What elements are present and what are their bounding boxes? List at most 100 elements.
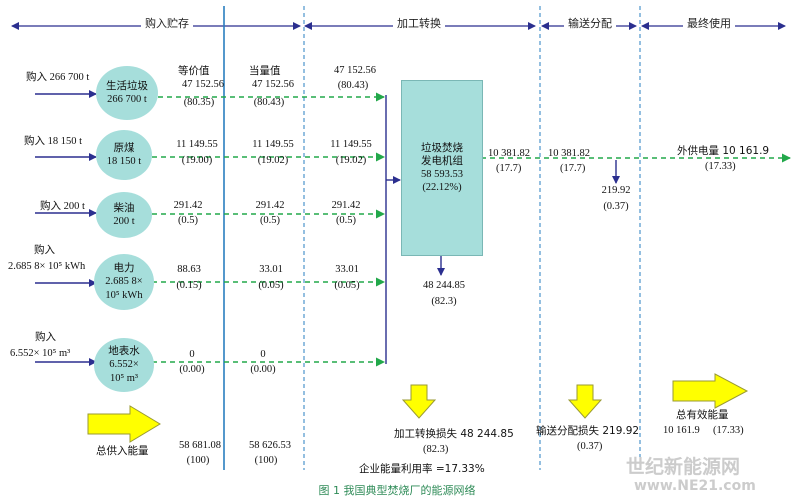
figure-caption: 图 1 我国典型焚烧厂的能源网络 [318,484,476,497]
conversion-loss-label: 加工转换损失 48 244.85 [394,428,514,440]
waste-equiv-value: 47 152.56 [252,79,294,90]
power-conv-value: 33.01 [335,264,359,275]
node-waste-amount: 266 700 t [107,94,147,105]
plant-output-pct: (17.7) [496,163,522,174]
purchase-label-coal: 购入 18 150 t [24,136,83,147]
plant-pct: (22.12%) [422,182,462,194]
source-flows [152,92,385,367]
power-equiv-pct: (0.05) [258,280,284,291]
power-equal-value: 88.63 [177,264,201,275]
header-equivalent: 当量值 [249,65,281,77]
dist-output-value: 10 381.82 [548,148,590,159]
stage-label-distribution: 输送分配 [564,17,616,31]
purchase-label-waste: 购入 266 700 t [26,72,90,83]
effective-energy-value: 10 161.9 [663,425,700,436]
node-diesel: 柴油 200 t [96,192,152,238]
coal-equiv-value: 11 149.55 [252,139,294,150]
purchase-label-water-line1: 购入 [35,331,56,343]
node-incineration-plant: 垃圾焚烧 发电机组 58 593.53 (22.12%) [401,80,483,256]
plant-name-line2: 发电机组 [421,154,463,167]
stage-label-end-use: 最终使用 [683,17,735,31]
diesel-equal-value: 291.42 [173,200,203,211]
plant-name-line1: 垃圾焚烧 [421,141,463,154]
node-electricity: 电力 2.685 8× 10⁵ kWh [94,254,154,310]
distribution-loss-label: 输送分配损失 219.92 [536,425,640,437]
total-input-arrow [87,405,161,443]
diesel-equal-pct: (0.5) [177,215,199,226]
total-equal-value: 58 681.08 [179,440,221,451]
dist-loss-value: 219.92 [601,185,631,196]
external-supply-pct: (17.33) [705,161,736,172]
waste-conv-value: 47 152.56 [334,65,376,76]
total-equiv-pct: (100) [254,455,278,466]
plant-value: 58 593.53 [421,169,463,180]
stage-label-conversion: 加工转换 [393,17,445,31]
effective-energy-label: 总有效能量 [676,409,729,421]
total-equiv-value: 58 626.53 [249,440,291,451]
dist-loss-pct: (0.37) [603,201,629,212]
node-waste-name: 生活垃圾 [106,79,148,92]
node-surface-water: 地表水 6.552× 10⁵ m³ [94,338,154,392]
dist-output-pct: (17.7) [560,163,586,174]
coal-equal-value: 11 149.55 [176,139,218,150]
water-equal-value: 0 [189,349,195,360]
purchase-label-water-line2: 6.552× 10⁵ m³ [10,348,71,359]
big-arrows [87,373,749,443]
node-power-name: 电力 [113,262,135,275]
coal-conv-value: 11 149.55 [330,139,372,150]
coal-equiv-pct: (19.02) [257,155,289,166]
water-equiv-value: 0 [260,349,266,360]
header-equal-price: 等价值 [178,65,210,77]
coal-equal-pct: (19.00) [181,155,213,166]
conversion-loss-arrow [401,384,437,419]
utilization-rate: 企业能量利用率 =17.33% [359,463,485,475]
diesel-equiv-pct: (0.5) [259,215,281,226]
node-power-amount-line1: 2.685 8× [105,276,143,288]
effective-energy-pct: (17.33) [713,425,744,436]
diesel-equiv-value: 291.42 [255,200,285,211]
purchase-arrows [35,90,97,366]
merge-flow [385,95,401,364]
diesel-conv-value: 291.42 [331,200,361,211]
plant-loss-value: 48 244.85 [423,280,465,291]
node-coal-name: 原煤 [113,141,135,154]
node-water-name: 地表水 [108,345,140,358]
purchase-label-power-line1: 购入 [34,244,55,256]
node-household-waste: 生活垃圾 266 700 t [96,66,158,120]
node-power-amount-line2: 10⁵ kWh [105,289,143,301]
purchase-label-power-line2: 2.685 8× 10⁵ kWh [8,261,86,272]
waste-conv-pct: (80.43) [337,80,369,91]
waste-equiv-pct: (80.43) [253,97,285,108]
external-supply-label: 外供电量 10 161.9 [677,145,770,157]
stage-label-purchase-storage: 购入贮存 [141,17,193,31]
purchase-label-diesel: 购入 200 t [40,201,85,212]
waste-equal-pct: (80.35) [183,97,215,108]
node-coal-amount: 18 150 t [106,156,142,167]
power-conv-pct: (0.05) [334,280,360,291]
coal-conv-pct: (19.02) [335,155,367,166]
node-diesel-amount: 200 t [113,216,135,227]
diesel-conv-pct: (0.5) [335,215,357,226]
watermark-url: www.NE21.com [634,478,756,494]
node-water-amount-line1: 6.552× [109,359,139,371]
stage-dividers [223,6,641,470]
plant-output-value: 10 381.82 [488,148,530,159]
total-equal-pct: (100) [186,455,210,466]
power-equiv-value: 33.01 [259,264,283,275]
waste-equal-value: 47 152.56 [182,79,224,90]
watermark-title: 世纪新能源网 [626,456,741,478]
node-diesel-name: 柴油 [113,201,135,214]
plant-loss-pct: (82.3) [431,296,457,307]
conversion-loss-pct: (82.3) [423,444,449,455]
water-equiv-pct: (0.00) [250,364,276,375]
total-input-label: 总供入能量 [96,445,149,457]
effective-energy-arrow [672,373,749,409]
water-equal-pct: (0.00) [179,364,205,375]
node-raw-coal: 原煤 18 150 t [96,130,152,180]
power-equal-pct: (0.15) [176,280,202,291]
distribution-loss-pct: (0.37) [577,441,603,452]
distribution-loss-arrow [567,384,603,419]
node-water-amount-line2: 10⁵ m³ [109,372,139,384]
